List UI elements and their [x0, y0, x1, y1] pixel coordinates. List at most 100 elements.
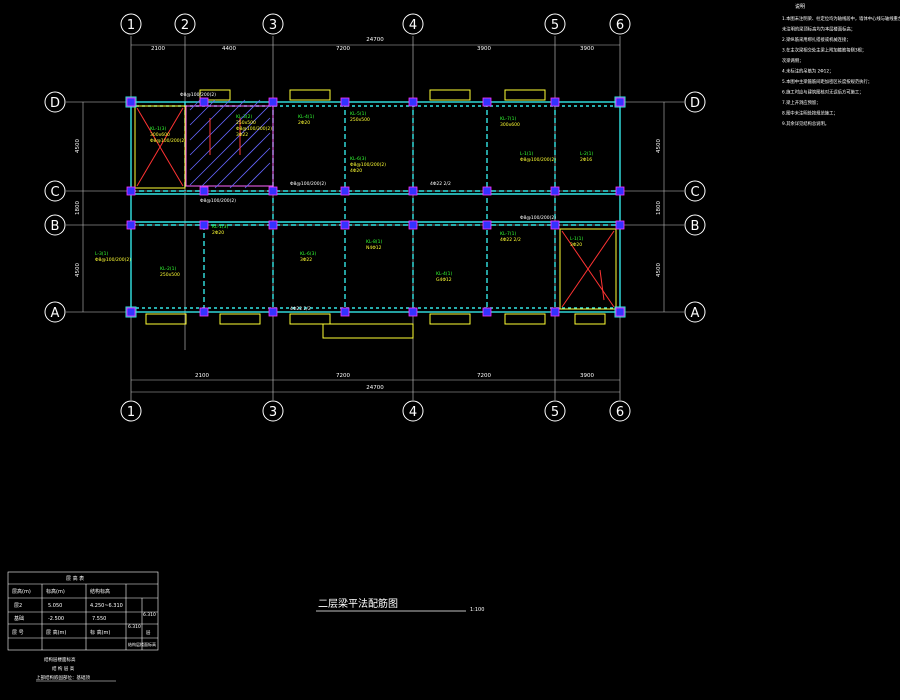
axis-bubble-label: 1 [127, 18, 135, 33]
beam-spec: Φ8@100/200(2) [95, 257, 131, 263]
level-table-header-3: 结构标高 [90, 588, 110, 595]
beam-spec: 2Φ20 [298, 120, 310, 126]
dim-bottom-2: 7200 [336, 373, 350, 379]
dimension-lines [82, 44, 665, 393]
beam-spec: G4Φ12 [436, 277, 452, 283]
dim-left-1: 4500 [75, 139, 81, 153]
level-table-caption: 结构层楼面标高 [128, 641, 156, 647]
level-table-caption-3: 结 构 层 高 [52, 665, 75, 672]
level-table-cell: 7.550 [92, 616, 106, 622]
drawing-title-block: 二层梁平法配筋图 1:100 [316, 597, 484, 613]
level-table-cell: 4.250~6.310 [90, 603, 123, 609]
note-line: 未注明的梁顶标高均为本层楼面标高； [782, 26, 855, 33]
beam-spec: 250x500 [160, 272, 180, 278]
beam-label: KL-4(1) [298, 114, 314, 120]
axis-bubble-label: 2 [181, 18, 189, 33]
column [268, 307, 278, 317]
dim-left-2: 1800 [75, 201, 81, 215]
column [340, 186, 350, 196]
beam-spec: 4Φ22 2/2 [500, 237, 521, 243]
axis-bubble-left: C [44, 180, 66, 202]
note-line: 8.图中未注明处按规范施工； [782, 110, 838, 117]
level-table-cell: -2.500 [48, 616, 64, 622]
axis-bubble-bottom: 4 [402, 400, 424, 422]
beam-spec: Φ8@100/200(2) [180, 92, 216, 98]
beam-label: KL-6(3) [350, 156, 366, 162]
axis-bubble-circle [44, 91, 66, 113]
axis-bubble-label: D [690, 96, 700, 111]
column [199, 97, 209, 107]
dim-bottom-3: 7200 [477, 373, 491, 379]
dim-top-3: 7200 [336, 46, 350, 52]
axis-bubble-label: A [51, 306, 60, 321]
level-table-title: 层 高 表 [66, 575, 84, 582]
dim-right-2: 1800 [656, 201, 662, 215]
axis-bubble-circle [44, 214, 66, 236]
column [126, 186, 136, 196]
column [408, 307, 418, 317]
axis-lines [66, 36, 684, 400]
dim-total-bottom: 24700 [366, 385, 384, 391]
dim-top-4: 3900 [477, 46, 491, 52]
beam-label: KL-6(3) [300, 251, 316, 257]
column [126, 220, 136, 230]
axis-bubble-left: B [44, 214, 66, 236]
column [340, 307, 350, 317]
beam-label: KL-3(2) [236, 114, 252, 120]
axis-bubble-bottom: 1 [120, 400, 142, 422]
axis-bubble-circle [684, 214, 706, 236]
column [550, 97, 560, 107]
column [482, 97, 492, 107]
beam-label: KL-2(1) [160, 266, 176, 272]
note-line: 9.其余详见结构总说明。 [782, 120, 829, 127]
beam-label: KL-7(1) [500, 116, 516, 122]
beam-spec: Φ8@100/200(2) [150, 138, 186, 144]
column [126, 307, 136, 317]
beam-spec: 4Φ22 2/2 [430, 181, 451, 187]
axis-bubble-circle [174, 13, 196, 35]
axis-bubble-top: 6 [609, 13, 631, 35]
column [550, 307, 560, 317]
axis-bubble-circle [120, 400, 142, 422]
level-table-caption-4: 上部结构嵌固部位：基础顶 [36, 674, 90, 681]
corner-column [125, 306, 137, 318]
axis-bubble-circle [262, 400, 284, 422]
axis-bubble-label: 5 [551, 18, 559, 33]
dimension-text-bottom: 2100 7200 7200 3900 24700 [195, 373, 594, 391]
beam-spec: 3Φ22 [236, 132, 248, 138]
axis-bubble-left: D [44, 91, 66, 113]
beam-label: L-3(1) [95, 251, 109, 257]
axis-bubble-right: A [684, 301, 706, 323]
drawing-title: 二层梁平法配筋图 [318, 597, 398, 610]
axis-bubble-label: 3 [269, 405, 277, 420]
axis-bubble-top: 3 [262, 13, 284, 35]
column [615, 220, 625, 230]
axis-bubble-circle [544, 13, 566, 35]
axis-bubble-circle [544, 400, 566, 422]
beam-spec: 3Φ22 [300, 257, 312, 263]
column [550, 186, 560, 196]
level-table-cell: 基础 [14, 615, 24, 622]
column [199, 186, 209, 196]
level-table-text: 层 高 表 层高(m) 标高(m) 结构标高 层2 5.050 4.250~6.… [12, 575, 156, 682]
axis-bubble-circle [262, 13, 284, 35]
column [340, 97, 350, 107]
axis-bubble-label: 4 [409, 405, 417, 420]
axis-bubble-right: D [684, 91, 706, 113]
axis-bubble-circle [402, 400, 424, 422]
column [615, 186, 625, 196]
beam-spec: 2Φ16 [580, 157, 592, 163]
column [615, 97, 625, 107]
axis-bubble-circle [120, 13, 142, 35]
axis-bubble-circle [684, 180, 706, 202]
dim-right-3: 4500 [656, 263, 662, 277]
axis-bubble-label: C [690, 185, 699, 200]
axis-bubble-circle [684, 91, 706, 113]
column [268, 220, 278, 230]
axis-bubble-label: D [50, 96, 60, 111]
beam-spec: Φ8@100/200(2) [290, 181, 326, 187]
beam-spec: 250x500 [350, 117, 370, 123]
beam-label: KL-4(1) [436, 271, 452, 277]
column [482, 186, 492, 196]
